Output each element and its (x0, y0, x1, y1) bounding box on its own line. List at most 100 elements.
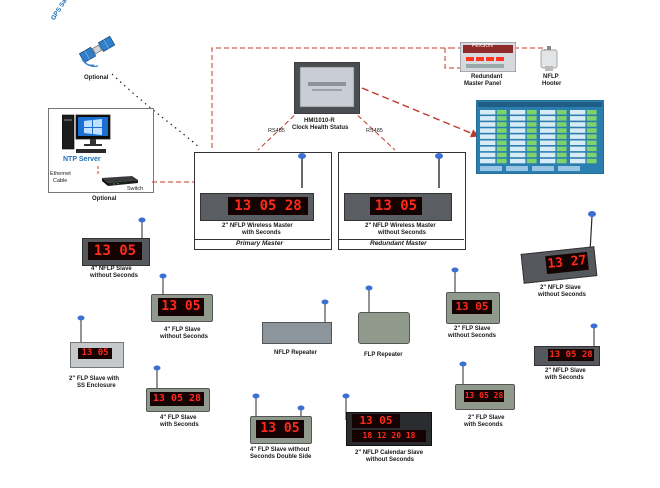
slave-label-line2: with Seconds (160, 422, 199, 428)
slave-label-line1: 4" NFLP Slave (91, 266, 132, 272)
status-indicator (556, 122, 567, 127)
status-indicator (556, 134, 567, 139)
network-switch-icon (102, 176, 138, 186)
status-indicator (586, 152, 597, 158)
flp-repeater-label: FLP Repeater (364, 352, 403, 358)
slave-label-line2: with Seconds (545, 375, 584, 381)
slave-label-line1: 2" FLP Slave with (69, 376, 120, 382)
status-cell (480, 152, 496, 158)
slave-label-line2: with Seconds (464, 422, 503, 428)
gps-note: Optional (84, 75, 109, 81)
panel-brand: PEXSON (472, 43, 493, 49)
rs485-right-label: RS485 (366, 128, 383, 134)
status-cell (570, 152, 586, 158)
status-indicator (496, 110, 507, 115)
status-cell (570, 116, 586, 121)
status-cell (480, 134, 496, 139)
status-indicator (496, 116, 507, 121)
status-cell (570, 140, 586, 145)
hmi-name: HMI1010-R (304, 118, 335, 124)
status-cell (540, 128, 556, 133)
rs485-left-line (257, 109, 301, 151)
slave-display: 13 05 (78, 348, 112, 359)
status-indicator (526, 146, 537, 152)
status-indicator (496, 140, 507, 145)
switch-label: Switch (127, 186, 144, 192)
status-indicator (586, 134, 597, 139)
status-cell (510, 140, 526, 145)
antenna-icon (77, 315, 85, 342)
status-indicator (526, 110, 537, 115)
status-cell (540, 158, 556, 164)
antenna-icon (298, 153, 306, 188)
status-indicator (526, 134, 537, 139)
redundant-master-line2: without Seconds (378, 230, 426, 236)
primary-master-line2: with Seconds (242, 230, 281, 236)
status-indicator (556, 152, 567, 158)
slave-display: 13 05 (256, 420, 304, 438)
redundant-panel-icon (460, 42, 516, 72)
status-indicator (586, 128, 597, 133)
status-indicator (526, 116, 537, 121)
status-panel-arrow (361, 87, 480, 138)
status-indicator (526, 122, 537, 127)
antenna-icon (365, 285, 373, 314)
antenna-icon (451, 267, 459, 292)
status-cell (540, 146, 556, 152)
slave-label-line1: 4" FLP Slave without (250, 447, 310, 453)
status-indicator (496, 122, 507, 127)
clock-health-status-screen (476, 100, 604, 174)
ntp-server-label: NTP Server (63, 156, 101, 163)
status-cell (510, 128, 526, 133)
slave-label-line1: 2" NFLP Slave (540, 285, 581, 291)
status-cell (480, 158, 496, 164)
ntp-note: Optional (92, 196, 117, 202)
slave-display: 13 05 28 (548, 349, 594, 361)
status-indicator (496, 146, 507, 152)
antenna-icon (159, 273, 167, 294)
slave-label-line2: without Seconds (90, 273, 138, 279)
slave-label-line1: 2" FLP Slave (454, 326, 491, 332)
status-indicator (586, 122, 597, 127)
slave-label-line2: SS Enclosure (77, 383, 116, 389)
status-cell (480, 140, 496, 145)
primary-master-caption: Primary Master (236, 240, 283, 247)
slave-display: 13 05 28 (464, 390, 504, 402)
ethernet-label-2: Cable (53, 178, 68, 184)
calendar-date-display: 18 12 20 18 (352, 430, 426, 442)
rs485-left-label: RS485 (268, 128, 285, 134)
ethernet-label-1: Ethernet (50, 171, 71, 177)
antenna-icon (252, 393, 260, 416)
status-cell (510, 152, 526, 158)
satellite-icon (78, 35, 116, 67)
nflp-repeater-device (262, 322, 332, 344)
status-indicator (556, 140, 567, 145)
primary-master-caption-bar (194, 239, 330, 249)
status-cell (510, 158, 526, 164)
top-bus-line (211, 47, 462, 148)
slave-label-line2: without Seconds (160, 334, 208, 340)
status-cell (570, 110, 586, 115)
redundant-panel-line2: Master Panel (464, 81, 502, 87)
slave-label-line2: without Seconds (538, 292, 586, 298)
antenna-icon (588, 211, 596, 252)
slave-label-line2: Seconds Double Side (250, 454, 312, 460)
slave-display: 13 05 (158, 298, 204, 316)
status-indicator (556, 158, 567, 164)
status-indicator (586, 140, 597, 145)
status-cell (480, 122, 496, 127)
status-cell (570, 146, 586, 152)
status-cell (540, 110, 556, 115)
status-cell (510, 122, 526, 127)
redundant-panel-line1: Redundant (471, 74, 503, 80)
hooter-icon (540, 46, 558, 71)
status-cell (480, 128, 496, 133)
status-indicator (526, 140, 537, 145)
status-cell (510, 134, 526, 139)
antenna-icon (153, 365, 161, 388)
nflp-repeater-label: NFLP Repeater (274, 350, 317, 356)
slave-display: 13 05 28 (150, 392, 204, 406)
status-cell (510, 110, 526, 115)
status-indicator (526, 158, 537, 164)
